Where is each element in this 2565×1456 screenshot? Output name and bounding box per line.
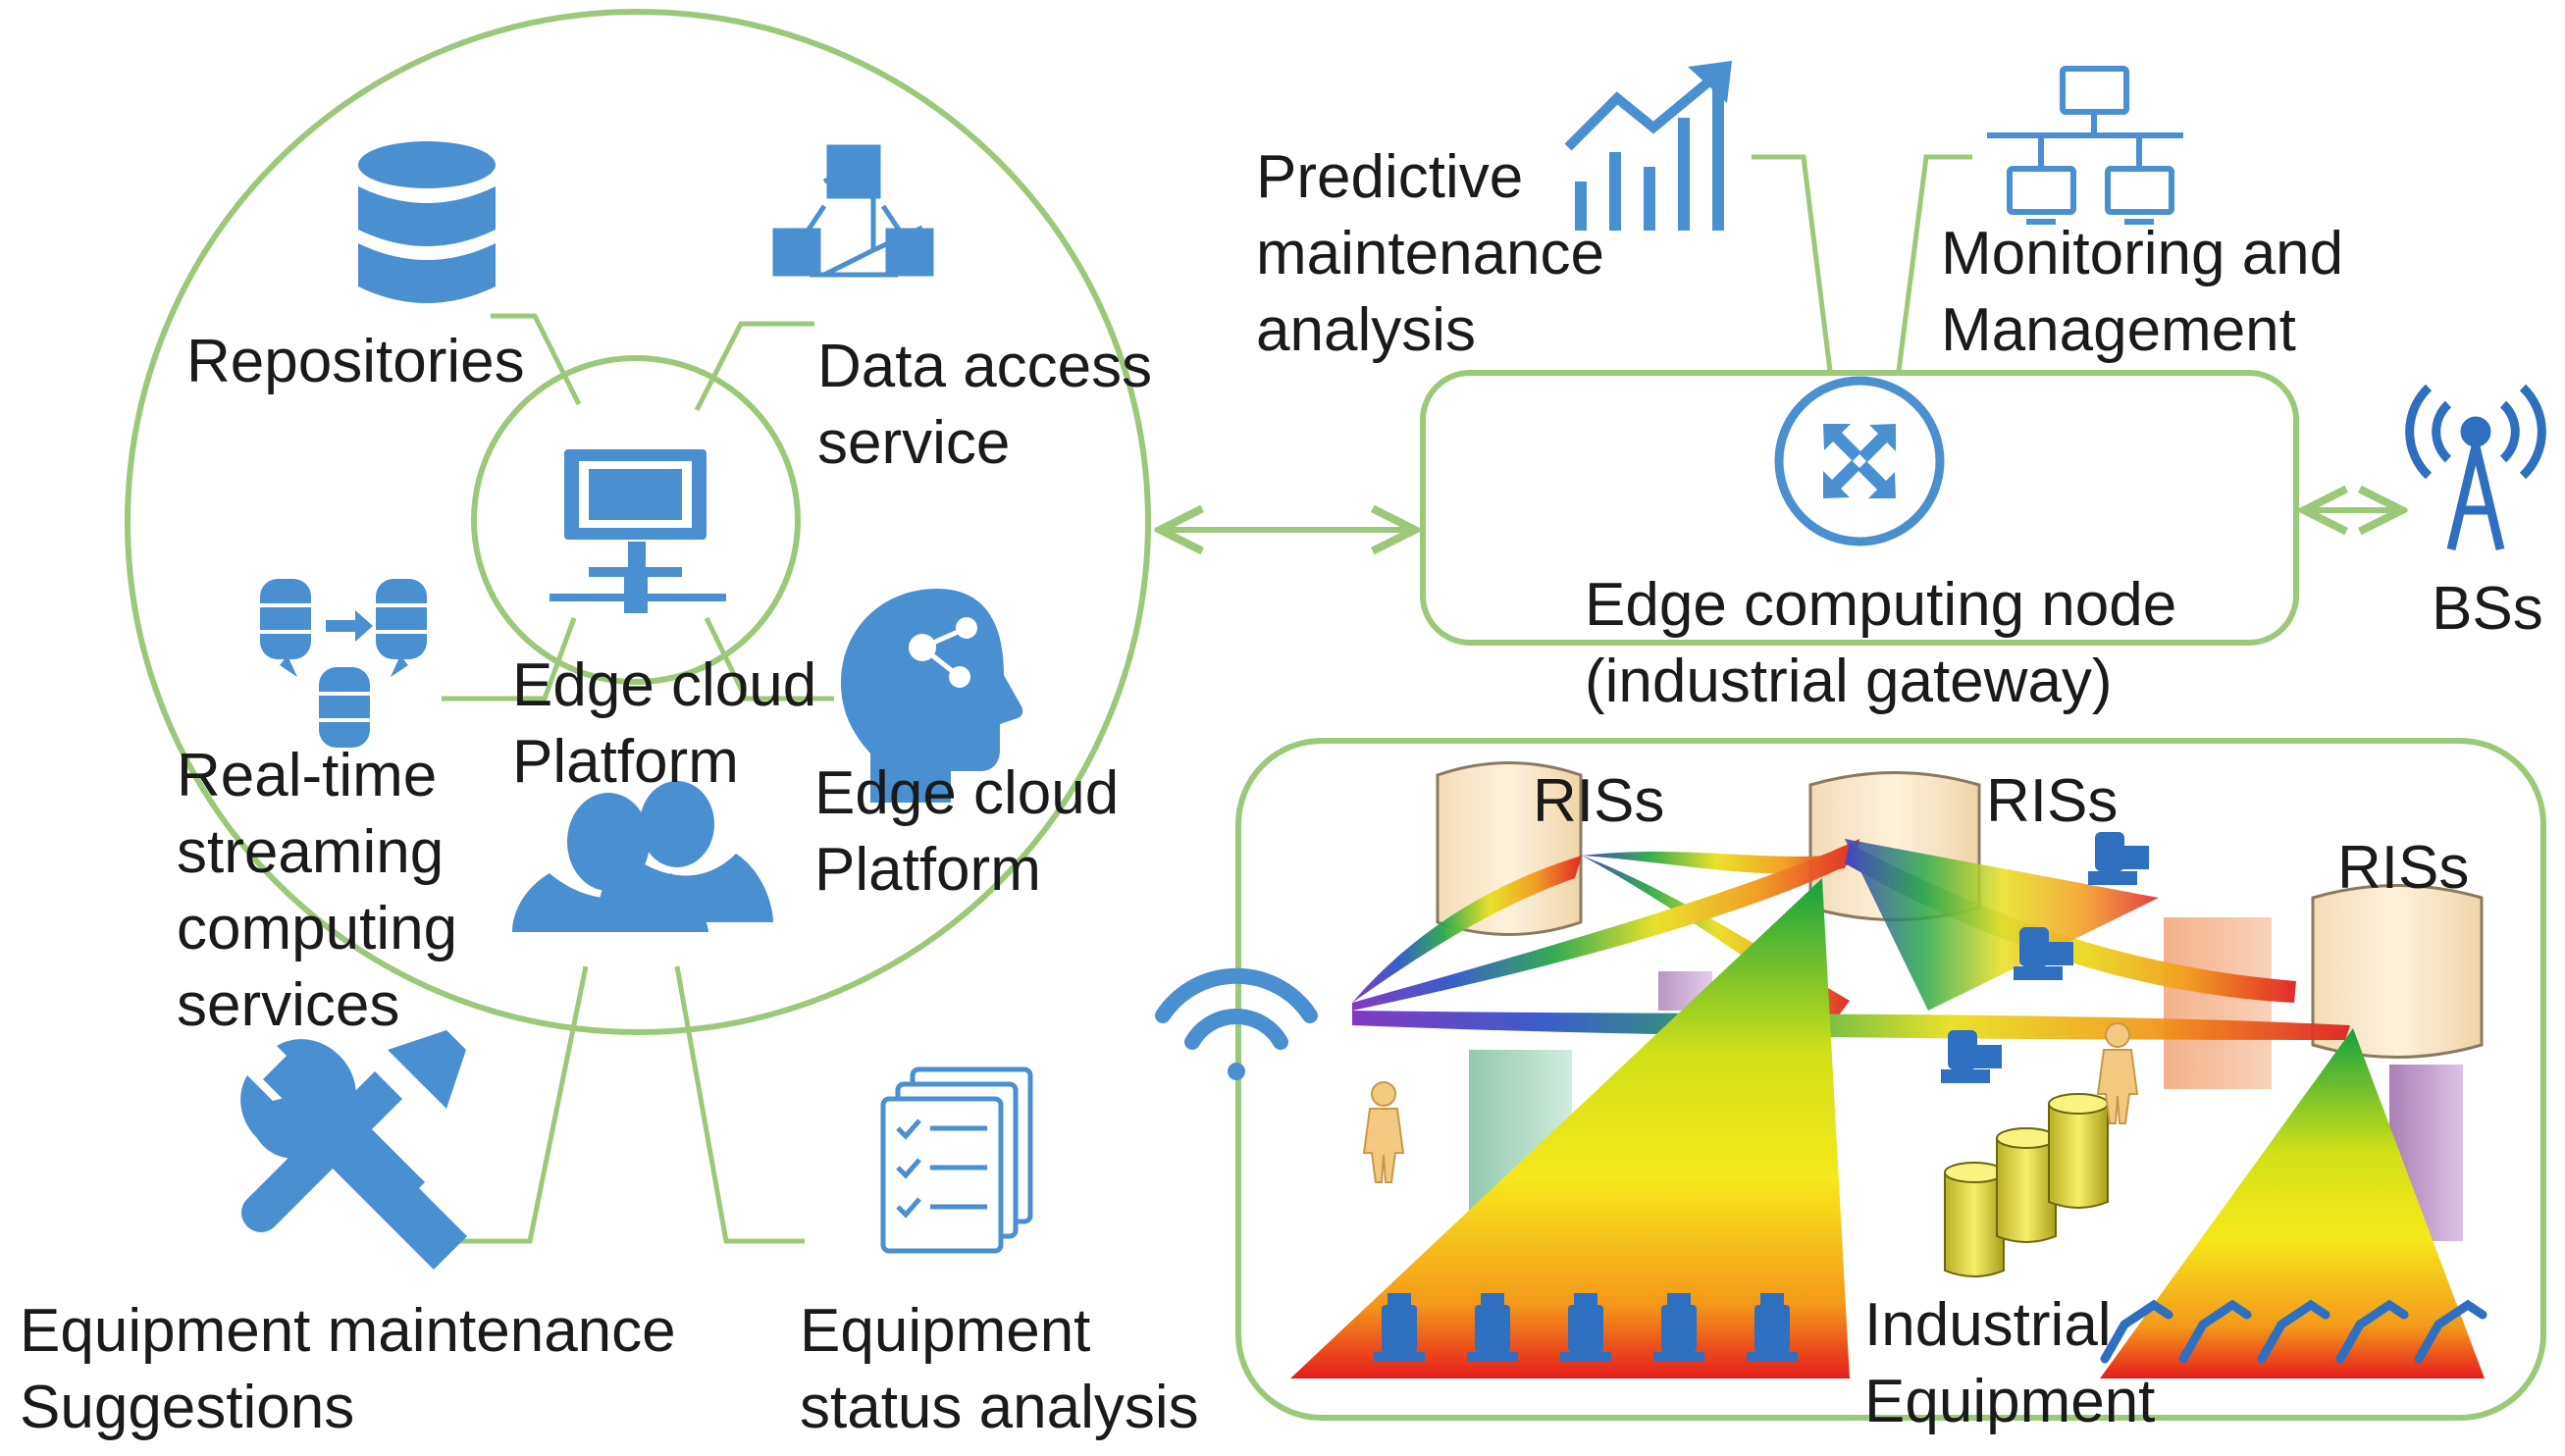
label-predictive-3: analysis — [1256, 296, 1476, 364]
storage-cylinders — [1944, 1093, 2109, 1277]
label-predictive-2: maintenance — [1256, 220, 1605, 287]
pink-rack — [2164, 917, 2272, 1089]
label-realtime-3: computing — [177, 895, 458, 962]
label-status-1: Equipment — [800, 1297, 1091, 1365]
robot-arm-icon — [1941, 832, 2149, 1083]
platform-circle-group — [125, 9, 1151, 1035]
label-realtime-1: Real-time — [177, 742, 438, 809]
label-edge-node-2: (industrial gateway) — [1585, 648, 2113, 715]
label-bss: BSs — [2432, 575, 2543, 643]
head-gear-icon — [841, 589, 1023, 803]
platform-inner-circle — [471, 355, 801, 685]
coverage-beam-left — [1290, 878, 1850, 1378]
label-edge-cloud-center-1: Edge cloud — [512, 651, 817, 719]
connector-edge-right — [704, 616, 834, 702]
wrench-tools-icon — [240, 1030, 467, 1270]
label-maintenance-1: Equipment maintenance — [20, 1297, 676, 1365]
connector-maintenance — [451, 965, 589, 1244]
connector-predictive — [1752, 154, 1833, 372]
label-ris-2: RISs — [1986, 767, 2119, 835]
label-ris-1: RISs — [1533, 767, 1665, 835]
robot-arms-right — [2100, 1299, 2487, 1364]
streaming-databases-icon — [260, 579, 427, 748]
label-edge-cloud-right-2: Platform — [814, 836, 1041, 904]
trend-chart-icon — [1564, 61, 1732, 231]
beam-ris2-left — [1352, 839, 1859, 1011]
connector-data-access — [694, 321, 814, 412]
antenna-tower-icon — [2405, 384, 2546, 551]
platform-outer-circle — [125, 9, 1151, 1035]
checklist-documents-icon — [880, 1066, 1033, 1254]
router-icon — [1774, 376, 1945, 546]
label-edge-cloud-right-1: Edge cloud — [814, 759, 1120, 827]
beam-ris1-ris2 — [1582, 852, 1850, 874]
label-maintenance-2: Suggestions — [20, 1374, 355, 1441]
connector-repositories — [491, 313, 582, 406]
monitor-network-icon — [550, 449, 726, 613]
label-realtime-2: streaming — [177, 818, 445, 886]
label-monitoring-1: Monitoring and — [1941, 220, 2344, 287]
label-data-access-1: Data access — [817, 333, 1153, 400]
label-repositories: Repositories — [186, 328, 525, 395]
robot-row-left — [1374, 1293, 1798, 1362]
label-edge-node-1: Edge computing node — [1585, 571, 2177, 639]
cubes-network-icon — [772, 144, 934, 278]
connector-monitoring — [1896, 154, 1972, 372]
label-ris-3: RISs — [2337, 834, 2470, 902]
label-status-2: status analysis — [800, 1374, 1199, 1441]
worker-icon — [1362, 1022, 2139, 1183]
label-predictive-1: Predictive — [1256, 143, 1524, 211]
label-realtime-4: services — [177, 971, 400, 1039]
beam-ris1-left — [1352, 856, 1582, 1003]
left-connectors — [442, 313, 834, 1244]
network-topology-icon — [1987, 66, 2183, 225]
users-icon — [512, 781, 773, 932]
connector-status — [674, 965, 805, 1244]
coverage-beam-right — [2100, 1028, 2485, 1378]
label-industrial-2: Equipment — [1864, 1368, 2156, 1435]
ris-panel-1 — [1436, 761, 1583, 936]
label-industrial-1: Industrial — [1864, 1291, 2112, 1359]
beam-ris2-ris3 — [1845, 844, 2296, 1003]
label-edge-cloud-center-2: Platform — [512, 728, 739, 796]
connector-realtime — [442, 617, 577, 702]
wifi-icon — [1155, 967, 1318, 1080]
label-data-access-2: service — [817, 409, 1011, 477]
label-monitoring-2: Management — [1941, 296, 2296, 364]
database-icon — [358, 141, 496, 303]
edge-node-box — [1420, 370, 2299, 646]
beam-ris2-robots — [1845, 839, 2159, 1011]
beam-long — [1352, 1011, 2350, 1040]
